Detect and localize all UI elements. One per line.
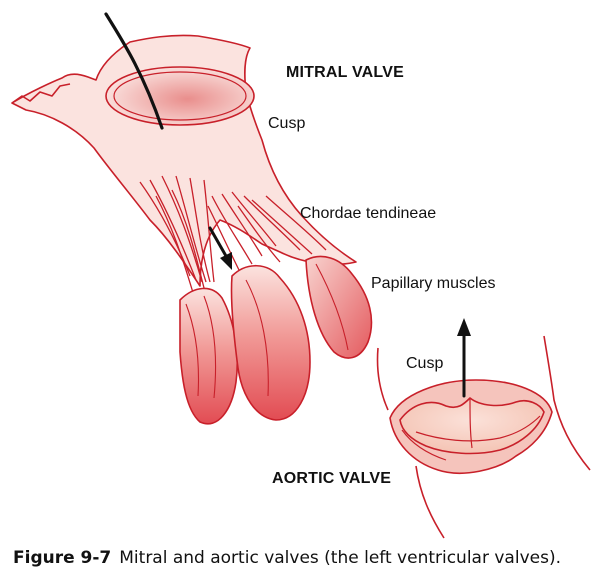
mitral-flow-arrowhead: [220, 252, 232, 270]
aortic-valve-group: [376, 335, 591, 539]
papillary-muscle-right: [305, 255, 373, 359]
mitral-cusp-label: Cusp: [268, 115, 306, 132]
valve-illustration: [11, 12, 591, 539]
papillary-muscle-left: [179, 287, 239, 425]
aortic-flow-arrowhead: [457, 318, 471, 336]
atrial-wall: [11, 34, 357, 287]
papillary-muscles-label: Papillary muscles: [371, 275, 496, 292]
aortic-valve-cusps: [399, 397, 545, 455]
chordae-tendineae-strands: [139, 175, 327, 297]
aorta-wall-right: [543, 335, 591, 471]
papillary-muscle-middle: [230, 264, 311, 421]
mitral-flow-line: [104, 12, 164, 130]
mitral-valve-label: MITRAL VALVE: [286, 64, 404, 81]
mitral-orifice: [105, 66, 255, 126]
mitral-valve-group: [11, 34, 373, 425]
mitral-flow-arrow: [208, 226, 228, 258]
figure-number: Figure 9-7: [13, 548, 112, 568]
aorta-wall-left-lower: [415, 465, 445, 539]
aortic-valve-label: AORTIC VALVE: [272, 470, 392, 487]
aortic-cusp-label: Cusp: [406, 355, 444, 372]
aorta-wall-left: [376, 347, 389, 411]
figure-caption: Figure 9-7 Mitral and aortic valves (the …: [13, 548, 561, 568]
chordae-tendineae-label: Chordae tendineae: [300, 205, 437, 222]
figure-caption-text: Mitral and aortic valves (the left ventr…: [119, 548, 561, 568]
atrial-wall-edge: [11, 83, 71, 104]
